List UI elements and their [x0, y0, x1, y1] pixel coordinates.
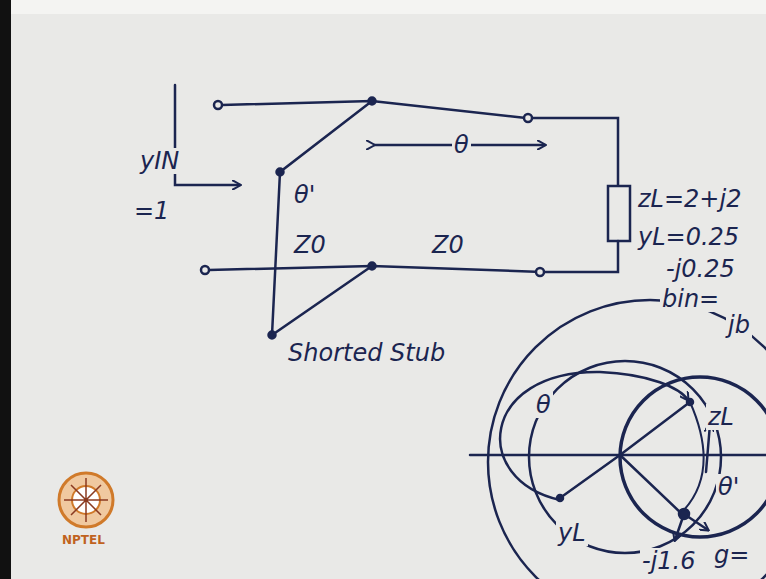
input-value: =1 — [132, 198, 171, 224]
line-length: θ — [452, 132, 471, 158]
chart-susceptance: -j1.6 — [640, 548, 698, 574]
input-admittance: yIN — [138, 148, 181, 174]
susceptance-value: jb — [726, 312, 752, 338]
logo — [59, 473, 113, 527]
load-impedance: zL=2+j2 — [636, 186, 743, 212]
conductance-label: g= — [712, 542, 751, 568]
chart-load-impedance: zL — [706, 404, 736, 430]
stub-label: Shorted Stub — [286, 340, 447, 366]
chart-stub-length: θ' — [716, 474, 741, 500]
stub-impedance: Z0 — [292, 232, 328, 258]
chart-load-admittance: yL — [556, 520, 588, 546]
load-admittance: yL=0.25 — [636, 224, 741, 250]
chart-line-length: θ — [534, 392, 553, 418]
load-admittance-imag: -j0.25 — [664, 256, 737, 282]
logo-text: NPTEL — [60, 534, 107, 547]
susceptance-label: bin= — [660, 286, 721, 312]
line-impedance: Z0 — [430, 232, 466, 258]
stub-length: θ' — [292, 182, 317, 208]
